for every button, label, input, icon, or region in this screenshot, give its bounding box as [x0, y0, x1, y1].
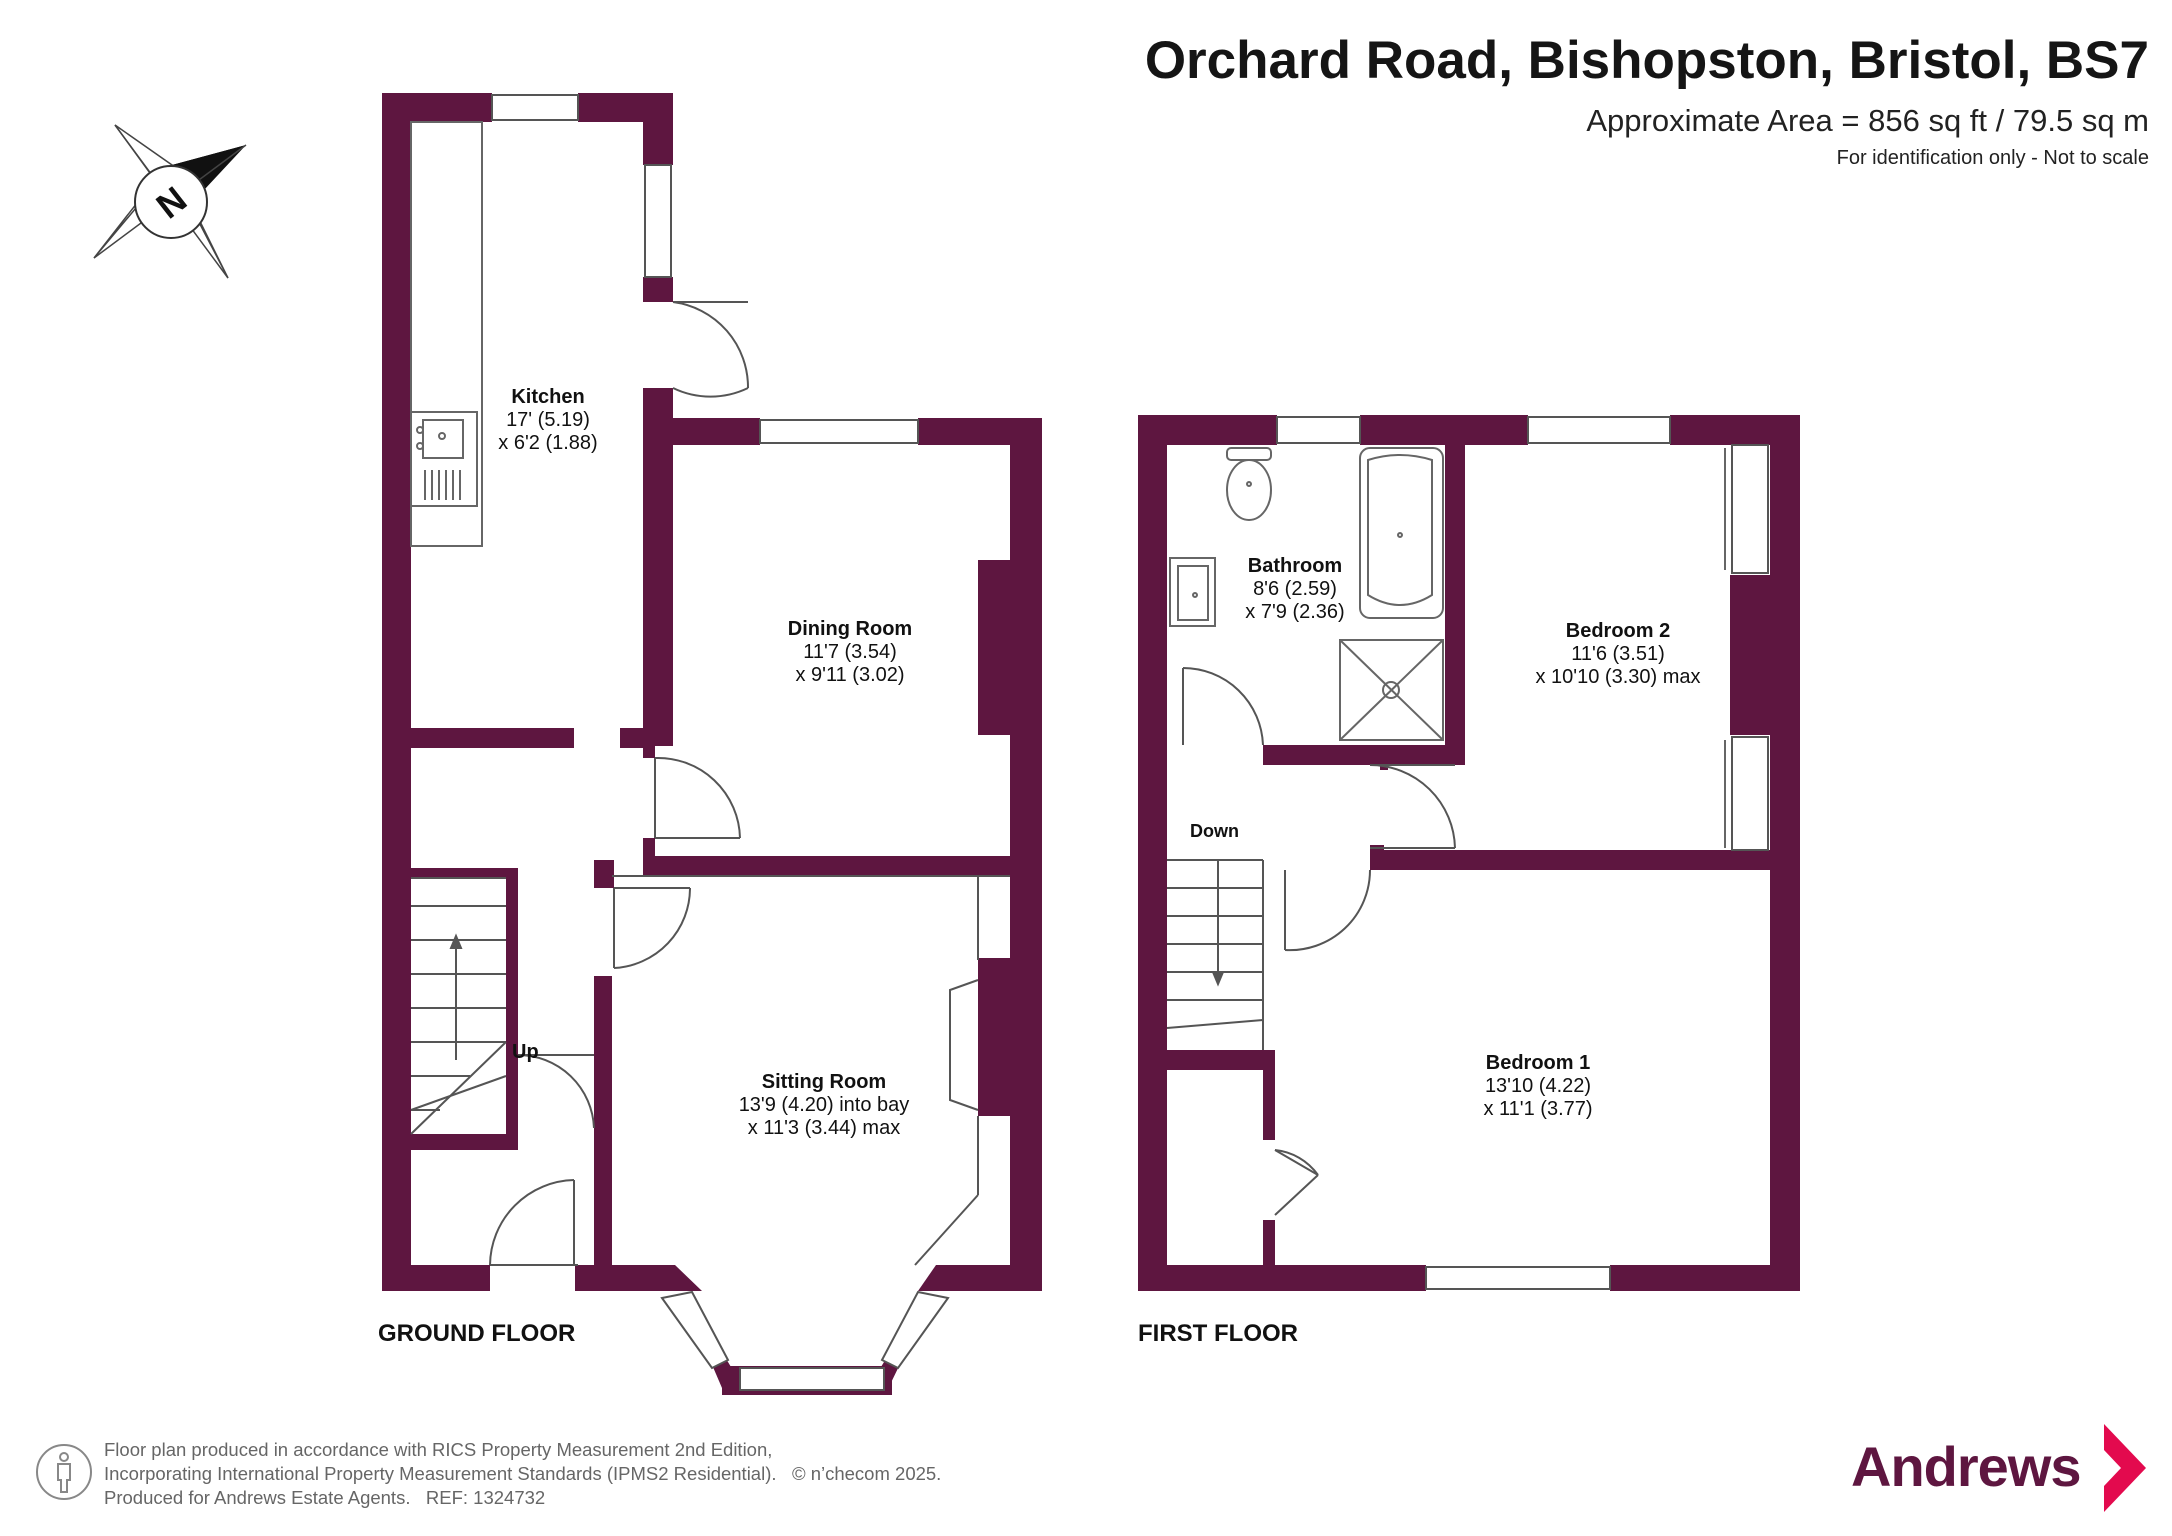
room-name: Bathroom — [1248, 555, 1342, 577]
room-dimension: 8'6 (2.59) — [1253, 578, 1337, 600]
footer-line-2-text: Incorporating International Property Mea… — [104, 1463, 777, 1484]
room-dimension: x 11'1 (3.77) — [1483, 1098, 1592, 1120]
room-dimension: 13'9 (4.20) into bay — [739, 1094, 910, 1116]
compass-north-icon: N — [93, 124, 247, 279]
approximate-area: Approximate Area = 856 sq ft / 79.5 sq m — [1586, 103, 2149, 138]
room-dimension: x 11'3 (3.44) max — [748, 1117, 900, 1139]
room-name: Kitchen — [511, 386, 584, 408]
room-bathroom: Bathroom 8'6 (2.59) x 7'9 (2.36) — [1245, 555, 1344, 623]
first-floor-label: FIRST FLOOR — [1138, 1320, 1298, 1347]
room-dimension: 13'10 (4.22) — [1485, 1075, 1591, 1097]
footer-text: Floor plan produced in accordance with R… — [104, 1438, 941, 1510]
room-dimension: x 7'9 (2.36) — [1245, 601, 1344, 623]
stairs-up-icon — [410, 877, 507, 1135]
first-floor-walls — [1138, 415, 1800, 1291]
stairs-down-label: Down — [1190, 821, 1239, 841]
room-dining-room: Dining Room 11'7 (3.54) x 9'11 (3.02) — [788, 618, 912, 686]
footer-line-2: Incorporating International Property Mea… — [104, 1462, 941, 1486]
first-floor-windows — [1276, 416, 1769, 1290]
chevron-right-icon — [2104, 1424, 2146, 1512]
header: Orchard Road, Bishopston, Bristol, BS7 A… — [1145, 28, 2149, 172]
first-floor-doors — [1182, 667, 1456, 1216]
room-sitting-room: Sitting Room 13'9 (4.20) into bay x 11'3… — [739, 1071, 910, 1139]
brand-name: Andrews — [1851, 1435, 2081, 1498]
room-dimension: 11'7 (3.54) — [803, 641, 897, 663]
room-bedroom-1: Bedroom 1 13'10 (4.22) x 11'1 (3.77) — [1483, 1052, 1592, 1120]
room-dimension: x 10'10 (3.30) max — [1535, 666, 1700, 688]
room-dimension: x 9'11 (3.02) — [795, 664, 904, 686]
room-name: Bedroom 2 — [1566, 620, 1670, 642]
andrews-logo: Andrews — [1851, 1424, 2146, 1512]
room-dimension: x 6'2 (1.88) — [498, 432, 597, 454]
footer-line-3: Produced for Andrews Estate Agents. REF:… — [104, 1486, 941, 1510]
footer-line-3-text: Produced for Andrews Estate Agents. — [104, 1487, 411, 1508]
ground-floor-walls — [382, 93, 1042, 1395]
footer-line-1: Floor plan produced in accordance with R… — [104, 1439, 773, 1460]
stairs-up-label: Up — [512, 1041, 539, 1063]
room-dimension: 17' (5.19) — [506, 409, 590, 431]
room-name: Dining Room — [788, 618, 912, 640]
footer-ref: REF: 1324732 — [425, 1487, 546, 1508]
ground-floor-doors — [489, 301, 1010, 1266]
property-title: Orchard Road, Bishopston, Bristol, BS7 — [1144, 31, 2149, 90]
room-name: Sitting Room — [762, 1071, 886, 1093]
room-bedroom-2: Bedroom 2 11'6 (3.51) x 10'10 (3.30) max — [1535, 620, 1700, 688]
room-dimension: 11'6 (3.51) — [1571, 643, 1665, 665]
ground-floor-windows — [491, 94, 950, 1391]
kitchen-fixtures — [410, 121, 483, 547]
bathroom-fixtures — [1169, 447, 1726, 848]
room-kitchen: Kitchen 17' (5.19) x 6'2 (1.88) — [498, 386, 597, 454]
disclaimer: For identification only - Not to scale — [1836, 147, 2149, 169]
person-icon — [36, 1444, 92, 1500]
ground-floor-label: GROUND FLOOR — [378, 1320, 576, 1347]
stairs-down-icon — [1166, 859, 1264, 1050]
footer-copyright: © n’checom 2025. — [791, 1463, 942, 1484]
room-name: Bedroom 1 — [1486, 1052, 1590, 1074]
